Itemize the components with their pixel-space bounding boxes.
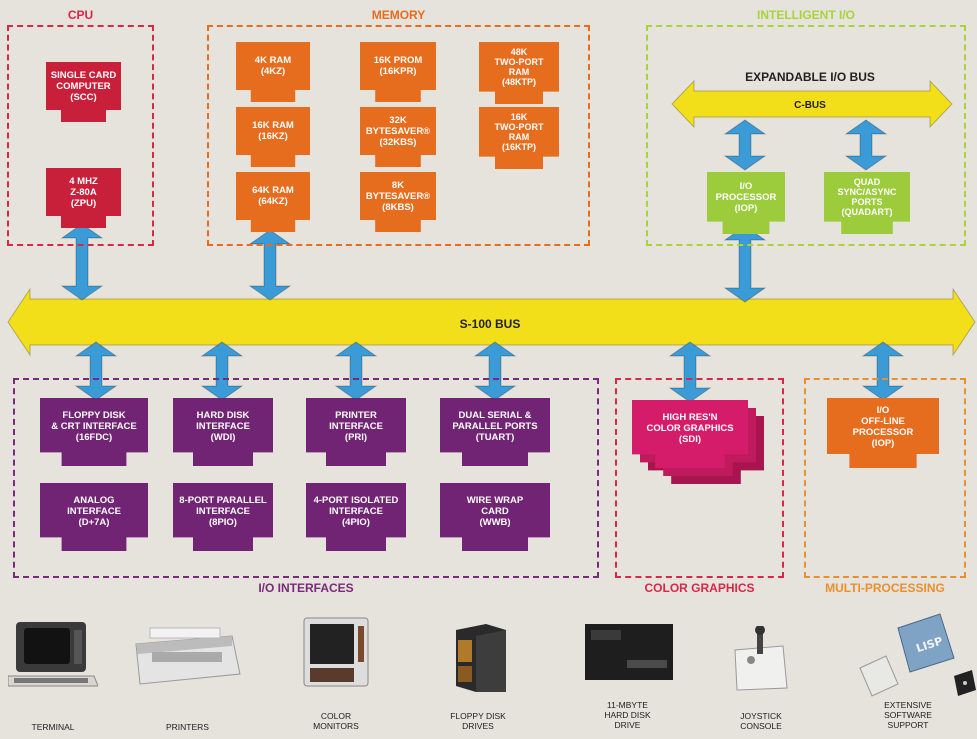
joystick-image xyxy=(731,625,791,692)
joystick-label: JOYSTICK CONSOLE xyxy=(740,711,782,731)
color-graphics-group-title: COLOR GRAPHICS xyxy=(644,581,755,595)
software-label: EXTENSIVE SOFTWARE SUPPORT xyxy=(884,700,932,730)
hard-disk-label: 11-MBYTE HARD DISK DRIVE xyxy=(604,700,651,730)
arrow-iop-s100 xyxy=(723,225,767,303)
arrow-iop-cbus xyxy=(723,119,767,171)
c-bus xyxy=(671,79,953,129)
multi-processing-group-title: MULTI-PROCESSING xyxy=(825,581,945,595)
s100-bus xyxy=(7,287,976,357)
floppy-drives-image xyxy=(450,622,510,694)
card-quadart: QUAD SYNC/ASYNC PORTS (QUADART) xyxy=(824,172,910,234)
terminal-label: TERMINAL xyxy=(31,722,75,732)
printers-label: PRINTERS xyxy=(166,722,209,732)
color-monitors-image xyxy=(300,614,372,690)
hard-disk-image xyxy=(583,620,675,684)
arrow-quadart-cbus xyxy=(844,119,888,171)
terminal-image xyxy=(7,620,99,688)
memory-group-title: MEMORY xyxy=(371,8,426,22)
cpu-group-title: CPU xyxy=(67,8,94,22)
color-graphics-group-box xyxy=(615,378,784,578)
color-monitors-label: COLOR MONITORS xyxy=(313,711,359,731)
memory-group-box xyxy=(207,25,590,246)
software-image: LISP xyxy=(858,612,976,698)
intelligent-io-group-box xyxy=(646,25,966,246)
io-interfaces-group-box xyxy=(13,378,599,578)
io-interfaces-group-title: I/O INTERFACES xyxy=(258,581,354,595)
s100-bus-label: S-100 BUS xyxy=(459,317,521,331)
expandable-io-bus-label: EXPANDABLE I/O BUS xyxy=(745,70,875,84)
c-bus-label: C-BUS xyxy=(794,100,826,111)
cpu-group-box xyxy=(7,25,154,246)
arrow-cpu-s100 xyxy=(60,223,104,301)
multi-processing-group-box xyxy=(804,378,966,578)
printers-image xyxy=(132,622,242,690)
intelligent-io-group-title: INTELLIGENT I/O xyxy=(757,8,855,22)
floppy-drives-label: FLOPPY DISK DRIVES xyxy=(450,711,506,731)
